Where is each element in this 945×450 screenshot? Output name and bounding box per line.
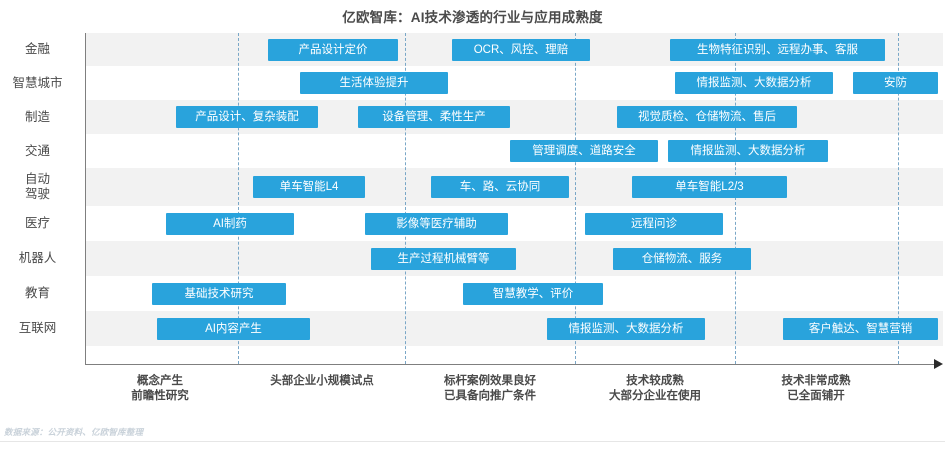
x-axis-stage-label-4: 技术较成熟大部分企业在使用 (560, 374, 750, 404)
y-axis-label-医疗: 医疗 (0, 216, 75, 231)
y-axis-label-line: 互联网 (18, 321, 57, 335)
bar-自动驾驶-1[interactable]: 单车智能L4 (253, 176, 365, 198)
y-axis-label-智慧城市: 智慧城市 (0, 76, 75, 91)
x-axis-stage-line: 已具备向推广条件 (444, 390, 536, 402)
y-axis-label-机器人: 机器人 (0, 251, 75, 266)
bar-金融-3[interactable]: 生物特征识别、远程办事、客服 (670, 38, 885, 61)
x-axis-stage-line: 技术非常成熟 (781, 375, 851, 387)
y-axis-label-line: 金融 (24, 42, 50, 56)
x-axis-stage-line: 大部分企业在使用 (609, 390, 701, 402)
bar-机器人-1[interactable]: 生产过程机械臂等 (371, 247, 516, 270)
y-axis-label-制造: 制造 (0, 110, 75, 125)
bar-交通-1[interactable]: 管理调度、道路安全 (510, 140, 658, 162)
page-title: 亿欧智库：AI技术渗透的行业与应用成熟度 (342, 10, 603, 25)
y-axis-label-自动驾驶: 自动驾驶 (0, 172, 75, 202)
y-axis-label-line: 自动 (24, 172, 50, 186)
x-axis-arrow-icon (934, 359, 943, 369)
gridline-4 (735, 33, 736, 364)
bar-机器人-2[interactable]: 仓储物流、服务 (613, 247, 751, 270)
gridline-3 (575, 33, 576, 364)
bar-制造-1[interactable]: 产品设计、复杂装配 (176, 106, 318, 128)
bar-互联网-2[interactable]: 情报监测、大数据分析 (547, 317, 705, 340)
bar-医疗-2[interactable]: 影像等医疗辅助 (365, 212, 508, 235)
bar-智慧城市-2[interactable]: 情报监测、大数据分析 (675, 72, 833, 94)
x-axis-stage-label-3: 标杆案例效果良好已具备向推广条件 (395, 374, 585, 404)
y-axis-label-line: 教育 (24, 286, 50, 300)
bar-教育-2[interactable]: 智慧教学、评价 (463, 282, 603, 305)
y-axis-label-line: 交通 (24, 143, 50, 158)
bar-医疗-3[interactable]: 远程问诊 (585, 212, 723, 235)
bar-互联网-3[interactable]: 客户触达、智慧营销 (783, 317, 938, 340)
y-axis-label-line: 驾驶 (24, 187, 50, 201)
y-axis-line (85, 33, 86, 364)
y-axis-label-教育: 教育 (0, 286, 75, 301)
y-axis-label-line: 医疗 (24, 216, 50, 230)
x-axis-stage-label-5: 技术非常成熟已全面铺开 (721, 374, 911, 404)
x-axis-stage-line: 已全面铺开 (787, 390, 845, 402)
bar-自动驾驶-2[interactable]: 车、路、云协同 (431, 176, 569, 198)
y-axis-label-line: 智慧城市 (12, 75, 63, 90)
x-axis-stage-line: 前瞻性研究 (131, 390, 189, 402)
y-axis-label-line: 机器人 (18, 251, 57, 265)
bar-互联网-1[interactable]: AI内容产生 (157, 317, 310, 340)
x-axis-stage-line: 概念产生 (137, 375, 183, 387)
gridline-2 (405, 33, 406, 364)
x-axis-stage-line: 技术较成熟 (626, 375, 684, 387)
bar-金融-2[interactable]: OCR、风控、理赔 (452, 38, 590, 61)
y-axis-label-金融: 金融 (0, 42, 75, 57)
x-axis-stage-label-2: 头部企业小规模试点 (227, 374, 417, 389)
gridline-1 (238, 33, 239, 364)
bar-智慧城市-1[interactable]: 生活体验提升 (300, 72, 448, 94)
footer-divider (0, 441, 945, 442)
bar-医疗-1[interactable]: AI制药 (166, 212, 294, 235)
gridline-5 (898, 33, 899, 364)
bar-交通-2[interactable]: 情报监测、大数据分析 (668, 140, 828, 162)
bar-金融-1[interactable]: 产品设计定价 (268, 38, 398, 61)
y-axis-label-互联网: 互联网 (0, 321, 75, 336)
x-axis-stage-label-1: 概念产生前瞻性研究 (65, 374, 255, 404)
bar-智慧城市-3[interactable]: 安防 (853, 72, 938, 94)
y-axis-label-交通: 交通 (0, 144, 75, 159)
bar-制造-2[interactable]: 设备管理、柔性生产 (358, 106, 510, 128)
x-axis-line (85, 364, 937, 365)
y-axis-label-line: 制造 (24, 109, 50, 124)
x-axis-stage-line: 标杆案例效果良好 (444, 375, 536, 387)
bar-自动驾驶-3[interactable]: 单车智能L2/3 (632, 176, 787, 198)
bar-制造-3[interactable]: 视觉质检、仓储物流、售后 (617, 106, 797, 128)
x-axis-stage-line: 头部企业小规模试点 (270, 375, 374, 387)
bar-教育-1[interactable]: 基础技术研究 (152, 282, 286, 305)
source-note: 数据来源：公开资料、亿欧智库整理 (4, 427, 144, 437)
